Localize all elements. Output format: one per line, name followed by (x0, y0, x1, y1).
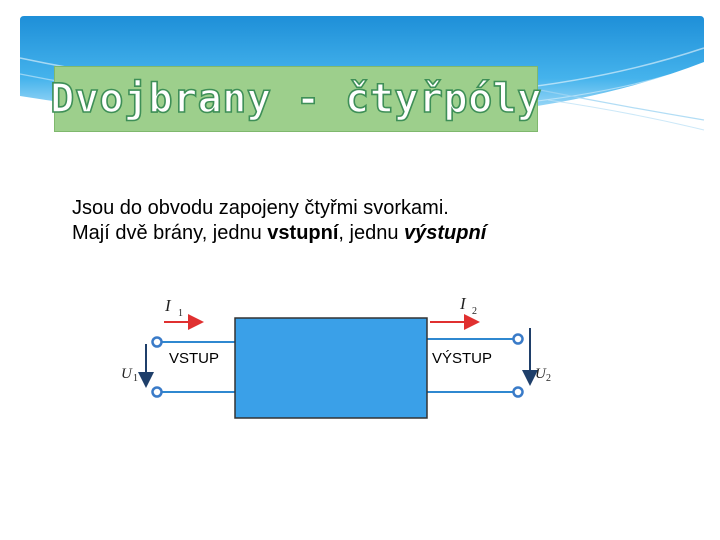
body-line-2-prefix: Mají dvě brány, jednu (72, 222, 268, 244)
voltage-out-subscript: 2 (546, 373, 551, 384)
body-line-2-mid: , jednu (338, 222, 405, 244)
terminal-out-bottom (512, 386, 524, 398)
terminal-in-top (151, 336, 163, 348)
output-port-label: VÝSTUP (432, 350, 492, 367)
body-line-2: Mají dvě brány, jednu vstupní, jednu výs… (72, 221, 692, 246)
voltage-out-symbol: U (535, 366, 547, 382)
body-bold-input: vstupní (267, 222, 339, 244)
voltage-in-symbol: U (121, 366, 133, 382)
input-port-label: VSTUP (169, 350, 219, 367)
current-out-subscript: 2 (472, 306, 477, 317)
title-banner: Dvojbrany - čtyřpóly (49, 66, 542, 132)
body-text: Jsou do obvodu zapojeny čtyřmi svorkami.… (72, 196, 692, 246)
body-line-1: Jsou do obvodu zapojeny čtyřmi svorkami. (72, 197, 449, 219)
current-in-subscript: 1 (178, 308, 183, 319)
current-out-symbol: I (459, 294, 467, 313)
terminal-in-bottom (151, 386, 163, 398)
voltage-in-subscript: 1 (133, 373, 138, 384)
slide-title: Dvojbrany - čtyřpóly (49, 75, 542, 123)
body-bold-output: výstupní (404, 222, 487, 244)
two-port-box (234, 317, 428, 419)
current-in-symbol: I (164, 296, 172, 315)
terminal-out-top (512, 333, 524, 345)
